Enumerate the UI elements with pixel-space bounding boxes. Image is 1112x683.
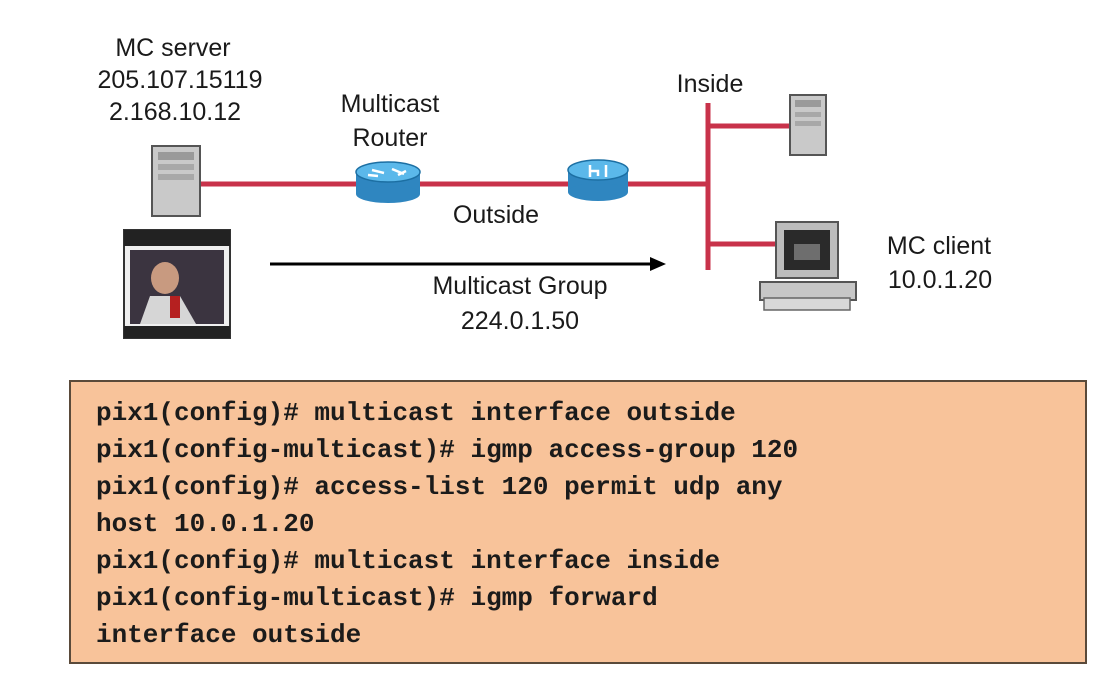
mc-server-ip-2: 2.168.10.12	[108, 98, 242, 126]
router-label-line1: Multicast	[340, 90, 440, 118]
inside-server-icon	[789, 94, 827, 156]
multicast-group-ip: 224.0.1.50	[460, 307, 580, 335]
multicast-router-icon	[355, 161, 421, 203]
mc-client-ip: 10.0.1.20	[887, 266, 993, 294]
mc-client-title: MC client	[886, 232, 992, 260]
multicast-group-title: Multicast Group	[432, 272, 608, 300]
config-line: host 10.0.1.20	[96, 509, 315, 539]
inside-label: Inside	[676, 70, 744, 98]
mc-server-title: MC server	[115, 34, 231, 62]
topology-svg	[123, 94, 857, 339]
mc-server-ip-1: 205.107.15119	[97, 66, 263, 94]
outside-label: Outside	[452, 201, 540, 229]
multicast-flow-arrow	[270, 257, 666, 271]
config-line: pix1(config-multicast)# igmp forward	[96, 583, 658, 613]
config-line: interface outside	[96, 620, 362, 650]
config-line: pix1(config)# access-list 120 permit udp…	[96, 472, 783, 502]
mc-server-icon	[151, 145, 201, 217]
config-line: pix1(config)# multicast interface inside	[96, 546, 721, 576]
router-label-line2: Router	[352, 124, 428, 152]
pix-firewall-icon	[567, 159, 629, 201]
video-stream-thumbnail	[123, 229, 231, 339]
mc-client-pc-icon	[759, 221, 857, 311]
config-commands-box	[69, 380, 1087, 664]
config-line: pix1(config)# multicast interface outsid…	[96, 398, 736, 428]
config-line: pix1(config-multicast)# igmp access-grou…	[96, 435, 799, 465]
